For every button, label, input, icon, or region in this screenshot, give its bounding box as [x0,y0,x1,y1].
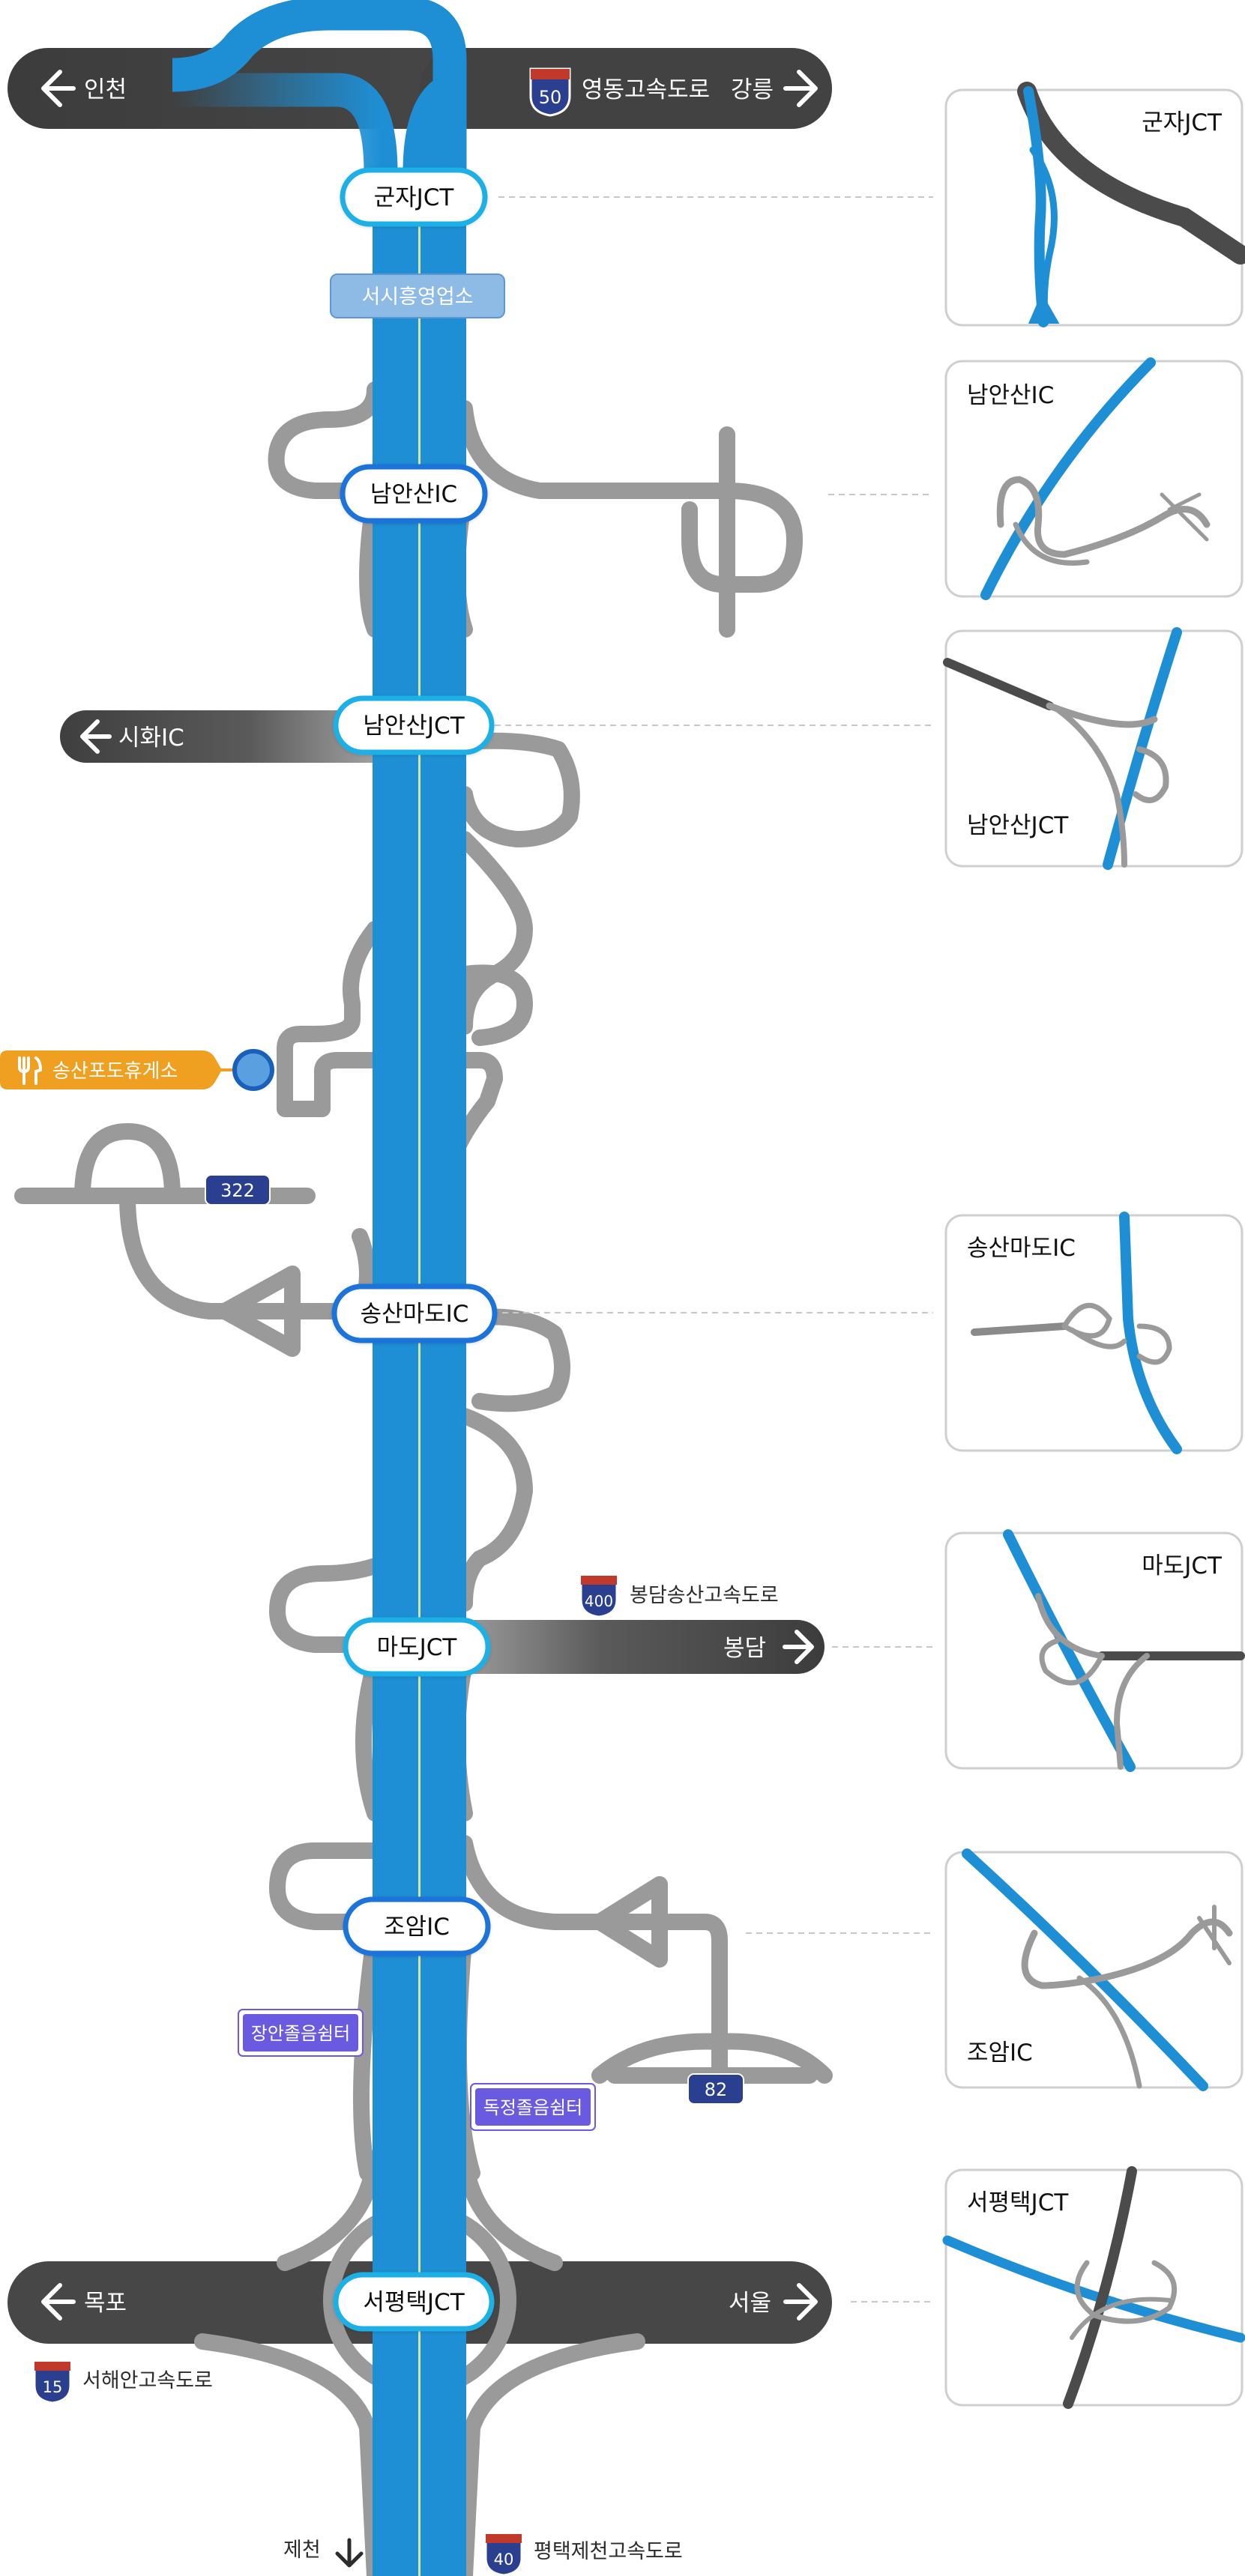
jecheon-direction: 제천 [283,2538,364,2568]
incheon-direction: 인천 [41,70,127,107]
thumbnail-map [971,1212,1182,1454]
thumbnail-namansan-ic[interactable]: 남안산IC [944,357,1244,600]
incheon-label: 인천 [84,76,127,103]
arrow-down-icon [335,2538,364,2568]
toll-office-badge: 서시흥영업소 [330,273,505,318]
svg-text:15: 15 [43,2378,63,2396]
svg-text:남안산IC: 남안산IC [967,382,1054,409]
arrow-right-icon [783,2283,818,2320]
seohaean-name: 서해안고속도로 [82,2369,213,2392]
highway-shield-icon [33,2360,72,2404]
bongdam-direction: 봉담 [723,1630,814,1664]
route-badge-82: 82 [687,2073,744,2105]
sihwa-ic-road [60,710,405,763]
node-seopyeongtaek-jct[interactable]: 서평택JCT [333,2272,495,2332]
node-namansan-jct[interactable]: 남안산JCT [333,695,495,755]
svg-text:82: 82 [705,2079,728,2100]
thumbnail-mado-jct[interactable]: 마도JCT [944,1529,1245,1772]
main-trunk [172,0,467,2576]
ramps [14,381,833,2576]
svg-text:송산마도IC: 송산마도IC [361,1301,469,1328]
thumbnail-seopyeongtaek-jct[interactable]: 서평택JCT [942,2166,1245,2409]
rest-area-label: 송산포도휴게소 [52,1060,178,1083]
svg-text:40: 40 [494,2551,514,2569]
svg-text:조암IC: 조암IC [967,2040,1033,2066]
thumbnail-namansan-jct[interactable]: 남안산JCT [943,627,1244,870]
sihwa-direction: 시화IC [80,719,184,754]
gangneung-direction: 강릉 [731,70,818,107]
node-joam-ic[interactable]: 조암IC [343,1896,491,1956]
thumbnail-map [980,357,1211,600]
arrow-right-icon [783,1630,814,1664]
bongdam-label: 봉담 [723,1635,766,1662]
seohaean-label: 15 서해안고속도로 [33,2360,213,2404]
bongdam-expressway-label: 400 봉담송산고속도로 [579,1574,779,1618]
svg-text:50: 50 [539,87,562,108]
svg-text:서평택JCT: 서평택JCT [967,2189,1069,2216]
node-gunja-jct[interactable]: 군자JCT [340,167,488,227]
thumbnail-songsan-mado-ic[interactable]: 송산마도IC [944,1212,1244,1454]
arrow-right-icon [783,70,818,107]
rest-stop-dokjeong: 독정졸음쉼터 [470,2083,596,2131]
yeongdong-name: 영동고속도로 [582,76,710,103]
thumbnail-map [1003,1529,1245,1772]
svg-text:남안산JCT: 남안산JCT [967,812,1069,839]
rest-area-marker[interactable]: 송산포도휴게소 [0,1049,274,1091]
node-songsan-mado-ic[interactable]: 송산마도IC [331,1284,498,1343]
thumbnail-gunja-jct[interactable]: 군자JCT [944,82,1245,327]
highway-shield-icon [579,1574,618,1618]
svg-text:남안산JCT: 남안산JCT [363,713,465,740]
svg-text:독정졸음쉼터: 독정졸음쉼터 [483,2097,582,2118]
highway-shield-icon [484,2533,523,2576]
rest-stop-jangan: 장안졸음쉼터 [238,2009,364,2057]
jecheon-label: 제천 [283,2539,321,2562]
pyeongtaek-jecheon-label: 40 평택제천고속도로 [484,2533,683,2576]
svg-text:마도JCT: 마도JCT [377,1634,458,1661]
thumbnail-joam-ic[interactable]: 조암IC [944,1848,1244,2091]
fork-knife-icon [18,1056,43,1085]
bongdam-road [420,1620,825,1674]
leader-lines [495,196,933,2303]
svg-text:400: 400 [585,1592,613,1610]
svg-text:서시흥영업소: 서시흥영업소 [361,285,473,309]
sihwa-label: 시화IC [118,725,184,752]
svg-text:322: 322 [220,1180,255,1201]
arrow-left-icon [41,70,76,107]
svg-text:군자JCT: 군자JCT [1142,109,1223,136]
svg-text:장안졸음쉼터: 장안졸음쉼터 [251,2023,350,2044]
svg-text:마도JCT: 마도JCT [1142,1552,1223,1579]
thumbnail-map [1017,82,1245,327]
yeongdong-shield: 50 영동고속도로 [529,67,710,117]
pyeongtaek-jecheon-name: 평택제천고속도로 [534,2540,683,2563]
gangneung-label: 강릉 [731,76,774,103]
mokpo-label: 목포 [84,2290,127,2317]
thumbnail-map [943,627,1182,870]
thumbnail-map [962,1848,1233,2091]
arrow-left-icon [80,719,112,754]
arrow-left-icon [41,2283,76,2320]
bongdam-songsan-name: 봉담송산고속도로 [630,1584,779,1607]
thumbnail-map [942,2166,1245,2409]
node-mado-jct[interactable]: 마도JCT [343,1617,491,1677]
node-namansan-ic[interactable]: 남안산IC [340,464,488,524]
mokpo-direction: 목포 [41,2283,127,2320]
svg-text:조암IC: 조암IC [384,1914,450,1941]
route-badge-322: 322 [205,1174,271,1206]
svg-text:남안산IC: 남안산IC [370,481,457,508]
svg-text:서평택JCT: 서평택JCT [363,2289,465,2316]
seoul-direction: 서울 [729,2283,818,2320]
rest-area-node [232,1049,274,1091]
seoul-label: 서울 [729,2290,771,2317]
svg-text:송산마도IC: 송산마도IC [967,1235,1076,1262]
highway-shield-icon [529,67,571,117]
svg-text:군자JCT: 군자JCT [374,184,455,211]
